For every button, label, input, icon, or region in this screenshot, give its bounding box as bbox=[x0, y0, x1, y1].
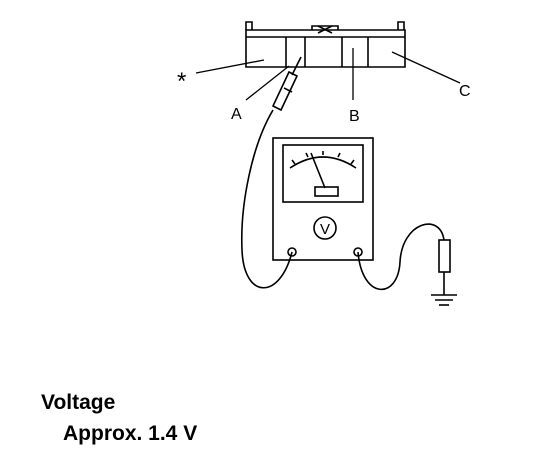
positive-probe bbox=[271, 56, 302, 112]
positive-terminal bbox=[287, 247, 297, 257]
ground-probe-handle bbox=[438, 239, 451, 273]
terminal-b-label: B bbox=[349, 108, 360, 125]
voltage-value: Approx. 1.4 V bbox=[63, 422, 198, 445]
asterisk-label: * bbox=[177, 68, 186, 95]
connector-lock-mark bbox=[317, 25, 333, 34]
asterisk-leader bbox=[195, 59, 265, 74]
terminal-a-label: A bbox=[231, 106, 242, 123]
leader-lines bbox=[195, 48, 461, 101]
voltmeter-scale bbox=[289, 156, 357, 169]
probe-collar bbox=[283, 87, 293, 93]
negative-lead-wire bbox=[357, 223, 445, 291]
voltmeter-dial bbox=[282, 144, 364, 203]
probe-tip bbox=[291, 56, 302, 76]
voltmeter-needle bbox=[310, 152, 326, 189]
meter-terminals bbox=[287, 247, 363, 257]
label-a-leader bbox=[245, 65, 290, 101]
terminal-c-label: C bbox=[459, 83, 471, 100]
ground-probe bbox=[438, 239, 451, 295]
scale-tick bbox=[305, 152, 309, 158]
voltmeter-symbol: V bbox=[320, 221, 330, 238]
voltage-heading: Voltage bbox=[41, 391, 116, 414]
label-c-leader bbox=[391, 51, 461, 84]
scale-tick bbox=[291, 159, 296, 165]
ground-symbol bbox=[431, 294, 457, 306]
positive-lead-wire bbox=[240, 109, 293, 289]
connector-body bbox=[245, 29, 406, 68]
connector bbox=[245, 21, 406, 68]
voltmeter-case bbox=[272, 137, 374, 261]
connector-top-lock bbox=[311, 25, 339, 30]
connector-left-latch bbox=[245, 21, 253, 30]
connector-right-latch bbox=[397, 21, 405, 30]
scale-tick bbox=[350, 159, 355, 165]
needle-pivot-cover bbox=[314, 186, 339, 197]
scale-tick bbox=[337, 152, 341, 158]
probe-handle bbox=[271, 70, 299, 112]
voltmeter bbox=[272, 137, 374, 261]
voltmeter-selector bbox=[313, 216, 337, 240]
